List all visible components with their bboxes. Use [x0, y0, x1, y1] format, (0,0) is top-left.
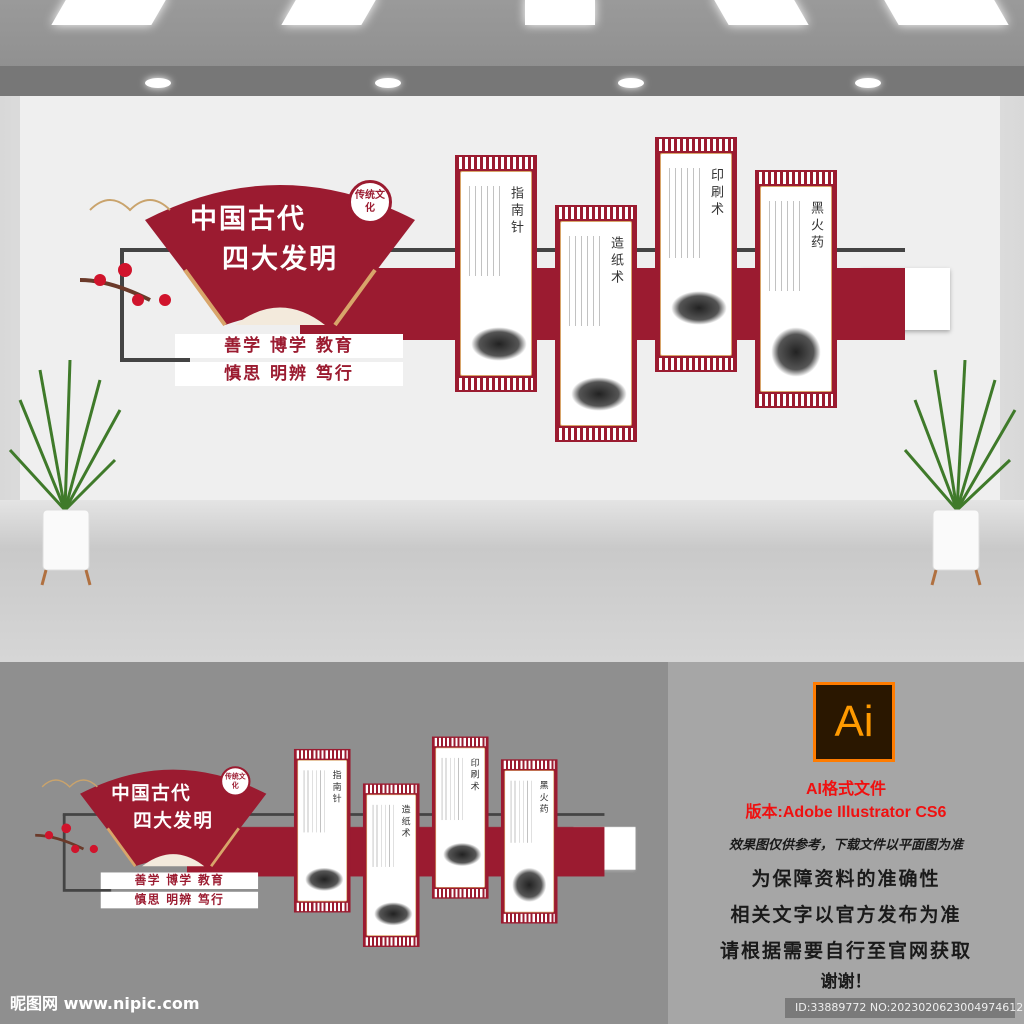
ceiling-light — [281, 0, 379, 25]
fan-decoration — [35, 769, 267, 868]
panel-printing: 印刷术 — [431, 736, 489, 899]
spotlight — [618, 78, 644, 88]
ceiling-light — [51, 0, 169, 25]
illustrator-logo: Ai — [813, 682, 895, 762]
statue-image — [373, 902, 413, 926]
motto-line2: 慎思 明辨 笃行 — [100, 891, 259, 909]
wall-panel — [20, 96, 1000, 500]
id-bar: ID:33889772 NO:20230206230049746126 — [785, 998, 1024, 1018]
panel-title: 黑火药 — [537, 780, 548, 816]
format-label: AI格式文件 — [805, 781, 886, 798]
potted-plant-right — [903, 360, 1017, 586]
ceiling-light — [711, 0, 809, 25]
panel-title: 指南针 — [330, 770, 341, 806]
ceiling-light — [881, 0, 1009, 25]
compass-image — [304, 867, 344, 892]
panel-compass: 指南针 — [293, 748, 351, 913]
potted-plant-left — [8, 360, 122, 586]
frame-line — [62, 814, 66, 891]
frame-line — [62, 889, 112, 892]
panel-papermaking: 造纸术 — [362, 783, 420, 947]
ceiling-beam — [0, 66, 1024, 96]
exhibit-title-line1: 中国古代 — [111, 782, 192, 805]
exhibit-title-line2: 四大发明 — [133, 810, 214, 832]
disclaimer-note: 效果图仅供参考，下载文件以平面图为准 — [728, 838, 963, 853]
motto-line1: 善学 博学 教育 — [100, 872, 259, 890]
panel-gunpowder: 黑火药 — [500, 759, 558, 924]
panel-title: 印刷术 — [468, 757, 479, 794]
floor — [0, 500, 1024, 662]
preview-thumbnail-area: 传统文化 中国古代 四大发明 善学 博学 教育 慎思 明辨 笃行 指南针 造纸术… — [0, 662, 668, 1024]
panel-title: 造纸术 — [399, 804, 410, 841]
tradition-badge: 传统文化 — [220, 766, 251, 797]
thanks-text: 谢谢！ — [820, 972, 872, 992]
gunpowder-image — [511, 867, 547, 903]
info-line1: 为保障资料的准确性 — [751, 868, 941, 890]
ceiling-light — [525, 0, 595, 25]
version-label: 版本:Adobe Illustrator CS6 — [745, 804, 947, 821]
spotlight — [855, 78, 881, 88]
printing-image — [442, 842, 482, 867]
watermark: 昵图网 www.nipic.com — [10, 994, 200, 1013]
spotlight — [375, 78, 401, 88]
spotlight — [145, 78, 171, 88]
info-line2: 相关文字以官方发布为准 — [730, 904, 962, 926]
info-line3: 请根据需要自行至官网获取 — [719, 940, 972, 962]
